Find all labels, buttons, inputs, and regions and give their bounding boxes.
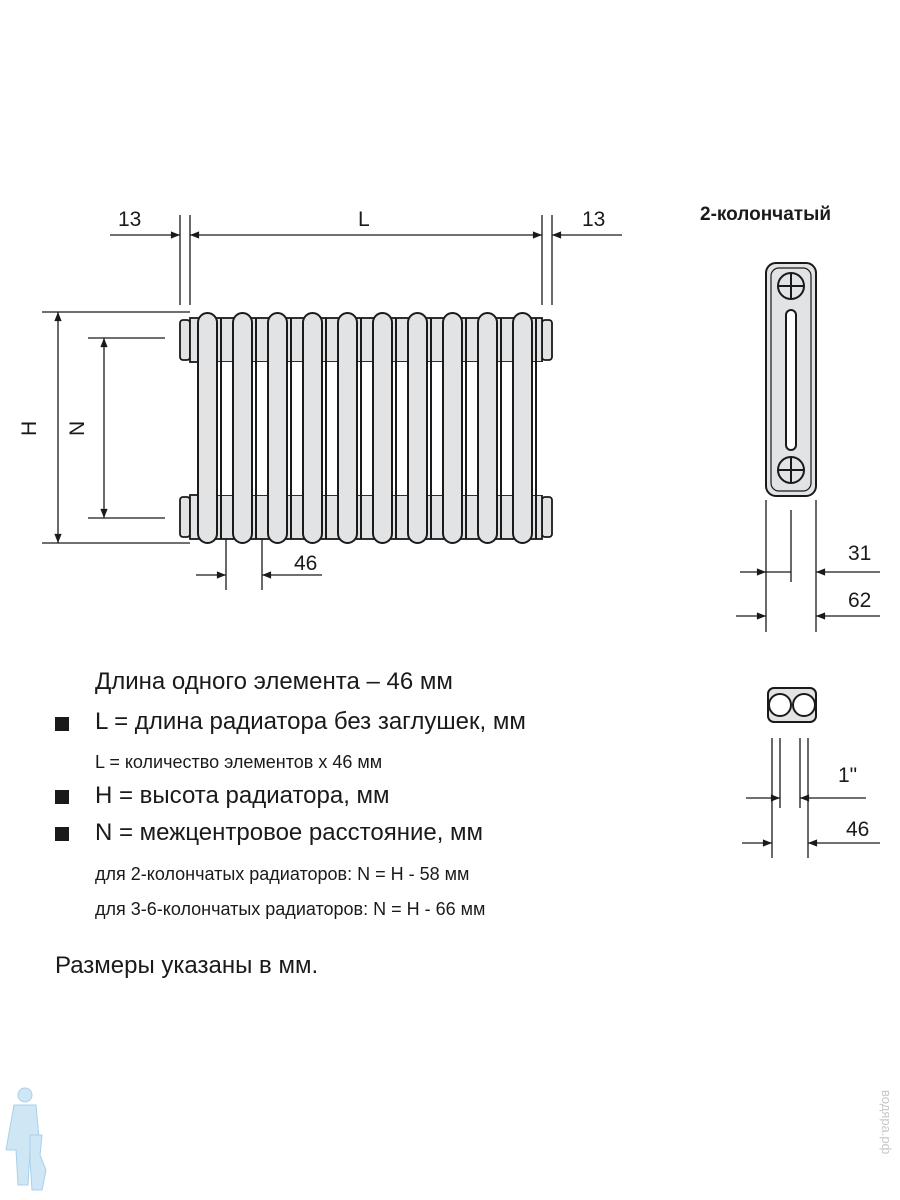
note-n-2col: для 2-колончатых радиаторов: N = H - 58 … bbox=[95, 864, 470, 884]
radiator-section bbox=[512, 312, 533, 544]
side-view-title: 2-колончатый bbox=[700, 204, 831, 225]
rear-column-edge bbox=[220, 318, 222, 539]
note-units: Размеры указаны в мм. bbox=[55, 952, 319, 979]
radiator-section bbox=[442, 312, 463, 544]
dim-inner-label: 31 bbox=[848, 542, 871, 565]
top-view bbox=[767, 687, 817, 723]
end-plug bbox=[541, 319, 553, 361]
plumber-logo bbox=[5, 1087, 47, 1191]
dim-right-cap: 13 bbox=[582, 208, 605, 231]
end-plug bbox=[179, 319, 191, 361]
connection-bottom-icon bbox=[777, 456, 805, 484]
bullet-icon bbox=[55, 717, 69, 731]
radiator-section bbox=[267, 312, 288, 544]
rear-column-edge bbox=[360, 318, 362, 539]
section-gap bbox=[530, 362, 552, 495]
radiator-section bbox=[197, 312, 218, 544]
radiator-section bbox=[302, 312, 323, 544]
rear-column-edge bbox=[325, 318, 327, 539]
rear-column-edge bbox=[290, 318, 292, 539]
note-n-3-6col: для 3-6-колончатых радиаторов: N = H - 6… bbox=[95, 899, 486, 919]
note-l-definition: L = длина радиатора без заглушек, мм bbox=[95, 708, 526, 735]
radiator-section bbox=[232, 312, 253, 544]
radiator-front-view bbox=[179, 312, 553, 544]
connection-top-icon bbox=[777, 272, 805, 300]
dim-element-label: 46 bbox=[294, 552, 317, 575]
dim-width-label: 46 bbox=[846, 818, 869, 841]
side-view bbox=[765, 262, 817, 497]
dim-thread-label: 1" bbox=[838, 764, 857, 787]
radiator-section bbox=[372, 312, 393, 544]
note-n-definition: N = межцентровое расстояние, мм bbox=[95, 819, 484, 846]
dim-length-label: L bbox=[358, 208, 370, 231]
rear-column-edge bbox=[500, 318, 502, 539]
dim-center-label: N bbox=[66, 421, 89, 436]
side-view-dimensions bbox=[736, 500, 880, 632]
rear-column-edge bbox=[255, 318, 257, 539]
rear-column-edge bbox=[535, 318, 537, 539]
radiator-section bbox=[337, 312, 358, 544]
dim-left-cap: 13 bbox=[118, 208, 141, 231]
bullet-icon bbox=[55, 790, 69, 804]
top-view-dimensions bbox=[742, 738, 880, 858]
end-plug bbox=[541, 496, 553, 538]
rear-column-edge bbox=[395, 318, 397, 539]
note-l-formula: L = количество элементов x 46 мм bbox=[95, 752, 383, 772]
note-element-length: Длина одного элемента – 46 мм bbox=[95, 668, 453, 695]
radiator-section bbox=[407, 312, 428, 544]
end-plug bbox=[179, 496, 191, 538]
note-h-definition: H = высота радиатора, мм bbox=[95, 782, 390, 809]
front-view-dimensions bbox=[42, 215, 622, 590]
rear-column-edge bbox=[465, 318, 467, 539]
radiator-section bbox=[477, 312, 498, 544]
rear-column-edge bbox=[430, 318, 432, 539]
dim-height-label: H bbox=[18, 421, 41, 436]
watermark: водяра.рф bbox=[879, 1090, 894, 1155]
bullet-icon bbox=[55, 827, 69, 841]
dim-depth-label: 62 bbox=[848, 589, 871, 612]
